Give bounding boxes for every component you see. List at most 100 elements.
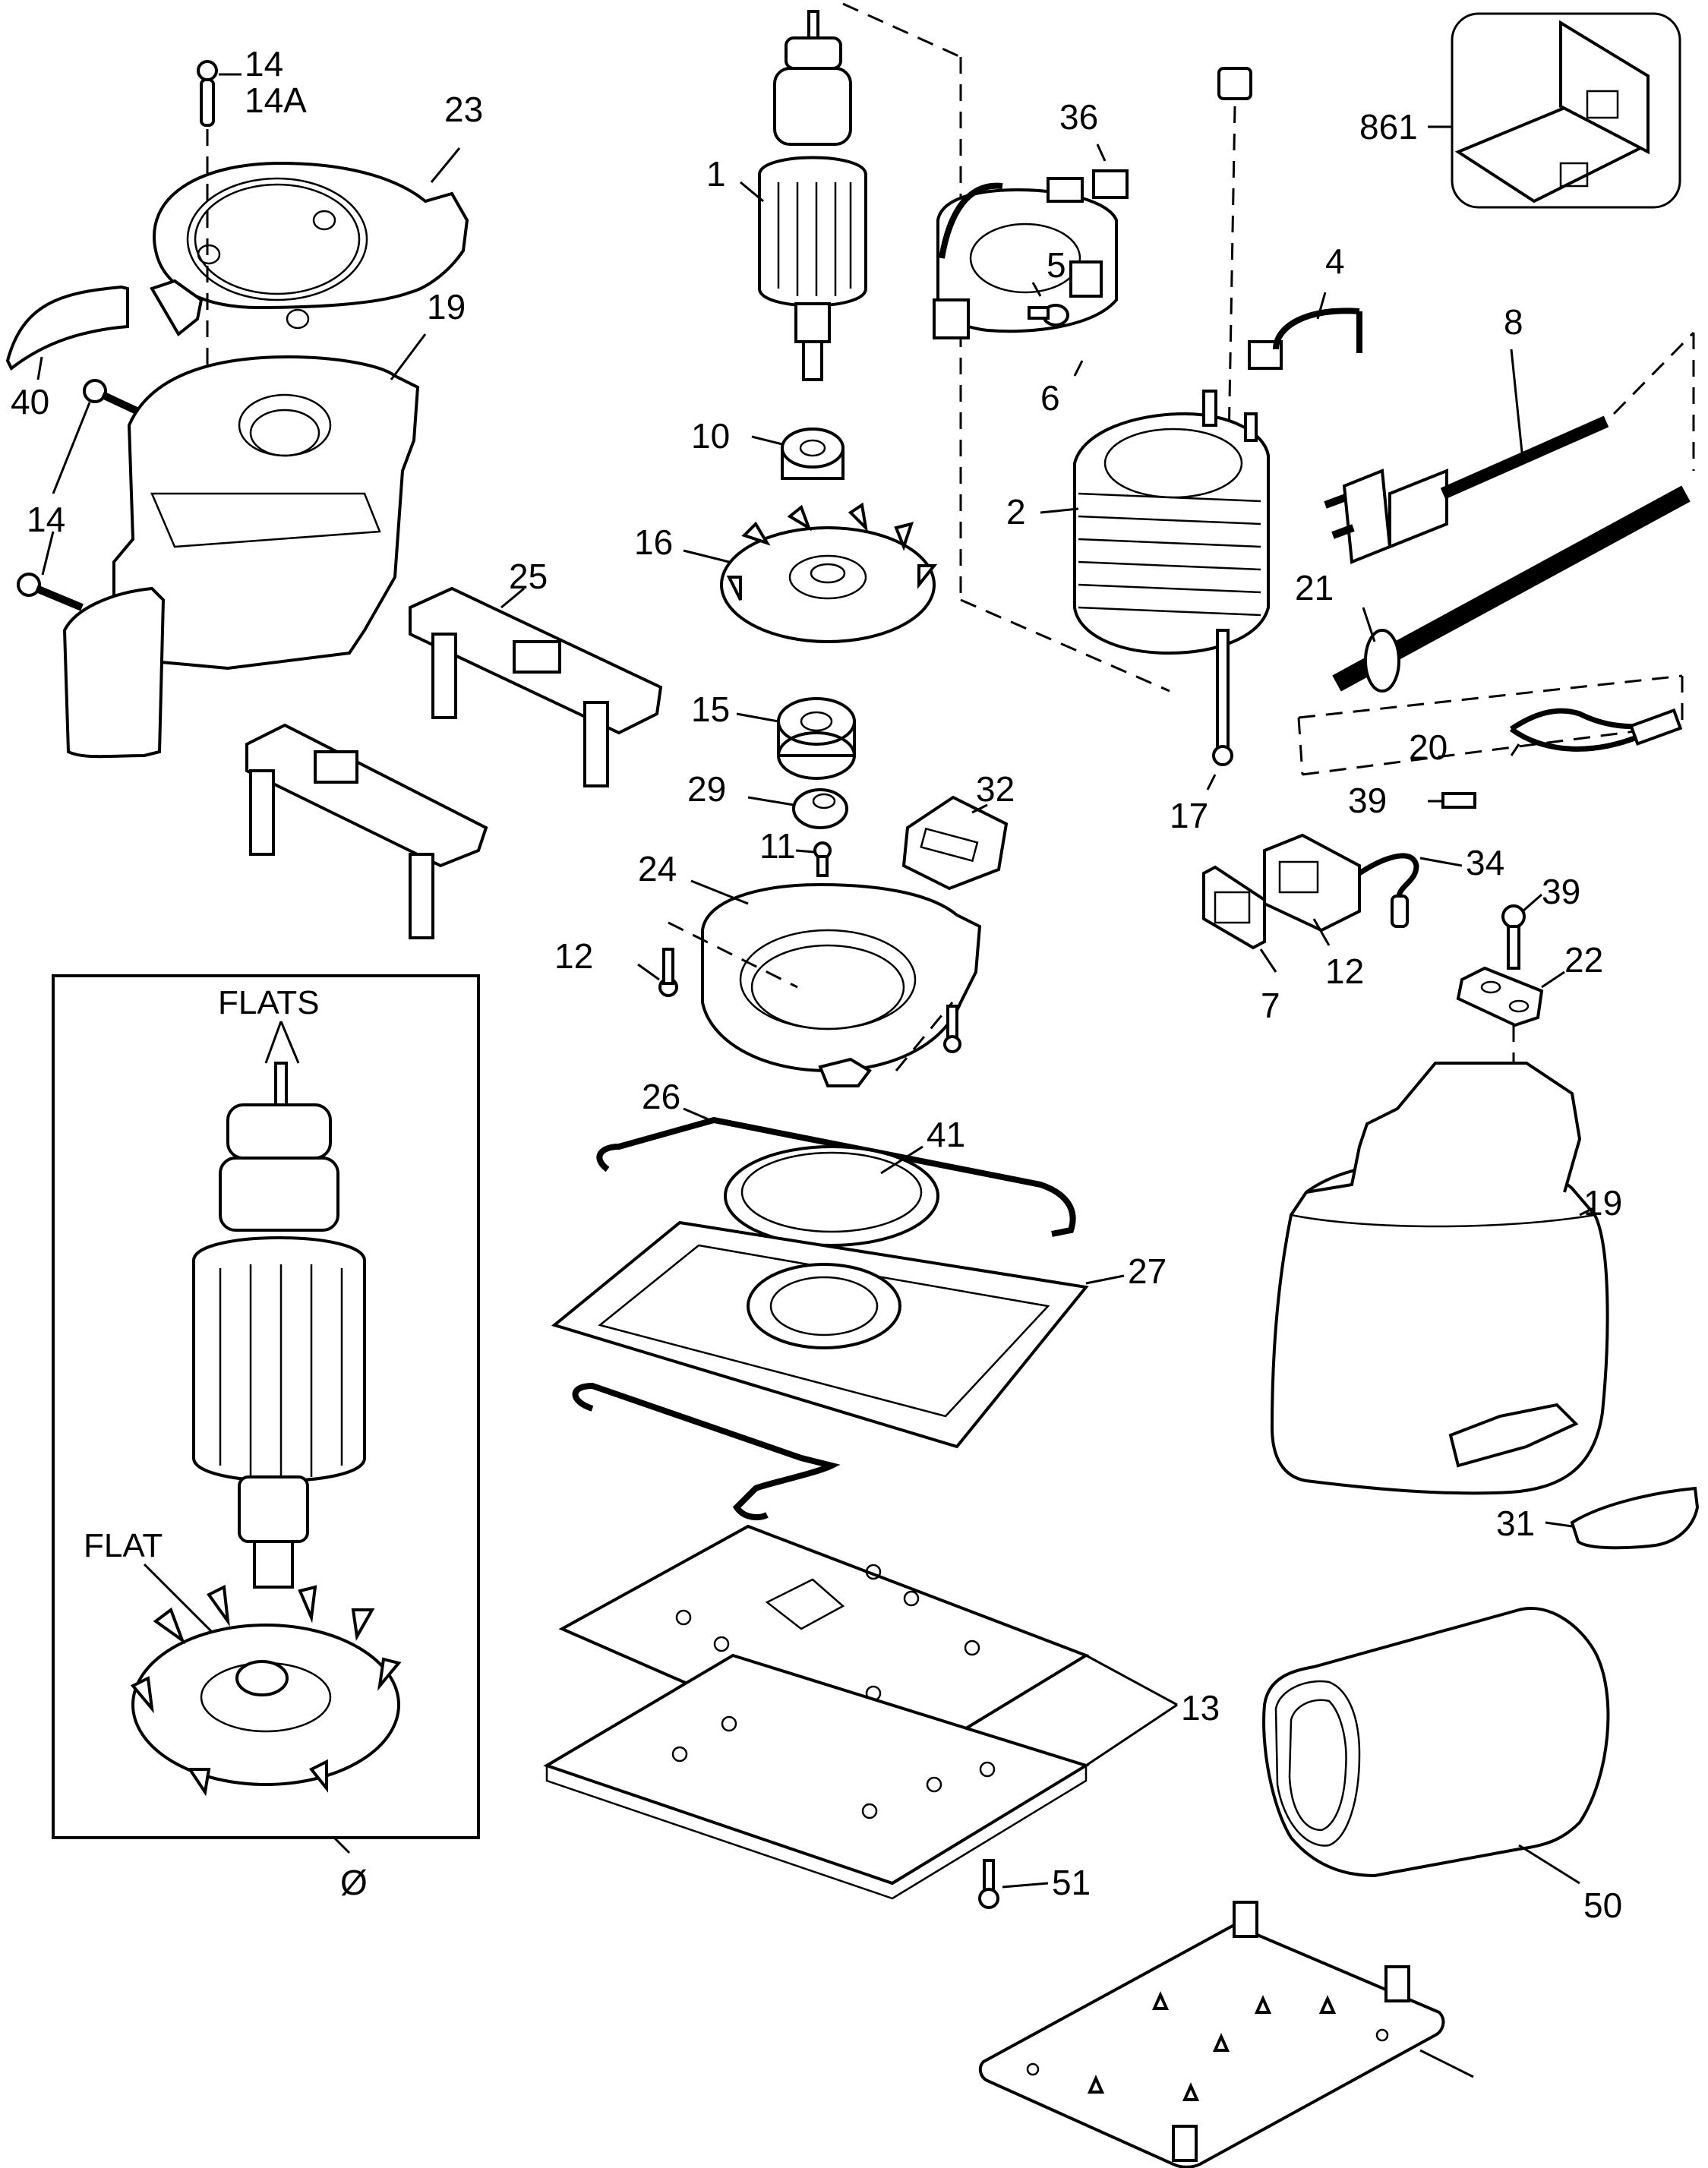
callout-21: 21 bbox=[1295, 568, 1334, 607]
fan-16 bbox=[720, 502, 938, 643]
leader-25 bbox=[500, 587, 525, 609]
carrying-case-861 bbox=[1451, 12, 1681, 209]
punch-plate-50 bbox=[978, 1901, 1445, 2168]
assembly-line-wire-bottom bbox=[1302, 724, 1683, 776]
callout-41: 31 bbox=[1496, 1504, 1535, 1543]
callout-11: 11 bbox=[759, 826, 796, 866]
leader-26 bbox=[1085, 1274, 1125, 1285]
callout-36: 36 bbox=[1059, 97, 1098, 137]
leader-14-left-b bbox=[41, 531, 55, 576]
callout-14a: 14A bbox=[245, 80, 307, 120]
leader-28 bbox=[683, 1107, 711, 1122]
counterweight-29 bbox=[792, 788, 848, 829]
spring-28 bbox=[596, 1116, 1076, 1237]
leader-27-b bbox=[1085, 1703, 1178, 1767]
inset-label-flat: FLAT bbox=[84, 1527, 163, 1564]
leader-19-left bbox=[390, 333, 427, 380]
callout-14-left: 14 bbox=[27, 500, 65, 539]
callout-10: 10 bbox=[691, 416, 730, 456]
dust-shroud-24 bbox=[701, 882, 982, 1087]
leader-19-right bbox=[1579, 1206, 1596, 1217]
leader-1 bbox=[740, 181, 764, 203]
housing-half-19-right bbox=[1270, 1062, 1609, 1495]
callout-6: 6 bbox=[1040, 378, 1060, 418]
leader-51 bbox=[1518, 1844, 1580, 1885]
leader-29 bbox=[747, 796, 794, 806]
callout-27: 13 bbox=[1181, 1688, 1220, 1728]
callout-14-top: 14 bbox=[245, 44, 283, 84]
leader-15 bbox=[736, 712, 779, 723]
brush-4 bbox=[1248, 308, 1362, 370]
assembly-line-wire-left bbox=[1297, 717, 1304, 775]
leader-20 bbox=[1510, 743, 1520, 756]
leader-6 bbox=[1073, 360, 1084, 377]
callout-13: 51 bbox=[1052, 1863, 1091, 1902]
leader-40 bbox=[36, 356, 43, 380]
leader-11 bbox=[795, 849, 815, 854]
leader-14-left-a bbox=[52, 402, 91, 494]
leader-32 bbox=[971, 803, 988, 814]
screw-14-top bbox=[197, 60, 218, 127]
inset-label-flats: FLATS bbox=[218, 984, 320, 1021]
callout-19-right: 19 bbox=[1583, 1183, 1622, 1223]
clamp-22 bbox=[1456, 966, 1544, 1027]
brush-spring-36 bbox=[1092, 169, 1129, 199]
assembly-line-shroud bbox=[668, 921, 798, 989]
switch-7 bbox=[1263, 833, 1361, 933]
assembly-line-wire-top bbox=[1298, 674, 1683, 719]
callout-35: 7 bbox=[1261, 986, 1280, 1025]
callout-31: 41 bbox=[927, 1115, 965, 1154]
switch-lead-34 bbox=[1358, 853, 1419, 928]
armature-1 bbox=[758, 10, 867, 381]
lead-wire-top bbox=[939, 177, 1084, 259]
screw-center-lower bbox=[943, 1005, 961, 1053]
terminal-5 bbox=[1028, 304, 1069, 327]
platen-26 bbox=[551, 1220, 1089, 1449]
callout-29: 29 bbox=[687, 769, 726, 809]
screw-12-center bbox=[658, 948, 678, 997]
leader-41 bbox=[1545, 1521, 1573, 1528]
callout-861: 861 bbox=[1359, 107, 1418, 147]
leader-50 bbox=[1419, 2049, 1474, 2078]
leader-35 bbox=[1259, 948, 1277, 973]
leader-12-right bbox=[1522, 893, 1542, 913]
callout-4: 4 bbox=[1325, 241, 1345, 281]
wire-20 bbox=[1509, 708, 1683, 752]
leader-12-center bbox=[637, 963, 660, 981]
callout-25: 25 bbox=[509, 557, 548, 596]
assembly-line-cord-top bbox=[1612, 331, 1695, 415]
dust-bag-51 bbox=[1262, 1607, 1610, 1878]
callout-28: 26 bbox=[642, 1077, 680, 1116]
leader-17 bbox=[1206, 774, 1217, 791]
leader-4 bbox=[1316, 292, 1327, 320]
callout-34: 34 bbox=[1466, 843, 1504, 882]
callout-26: 27 bbox=[1128, 1251, 1167, 1291]
assembly-line-screw bbox=[895, 1002, 954, 1071]
assembly-line-armature-bottom bbox=[960, 598, 1170, 693]
callout-12-center: 12 bbox=[554, 936, 593, 976]
callout-39: 39 bbox=[1348, 781, 1387, 820]
cord-plug-8 bbox=[1324, 415, 1609, 564]
leader-flats-a bbox=[264, 1021, 283, 1064]
spring-lower bbox=[572, 1382, 841, 1520]
seal-31 bbox=[724, 1145, 939, 1247]
leader-5 bbox=[1031, 282, 1042, 297]
screw-14-left-lower bbox=[17, 573, 84, 611]
housing-half-19-left bbox=[62, 355, 420, 759]
leader-13 bbox=[1002, 1882, 1049, 1889]
leader-31 bbox=[880, 1145, 923, 1175]
callout-17: 17 bbox=[1170, 796, 1208, 835]
callout-19-left: 19 bbox=[427, 287, 466, 327]
leader-24 bbox=[690, 879, 749, 905]
leader-27-a bbox=[1085, 1654, 1178, 1706]
callout-7: 12 bbox=[1325, 951, 1364, 991]
callout-2: 2 bbox=[1006, 492, 1026, 532]
leader-2 bbox=[1040, 507, 1079, 514]
label-plate-40 bbox=[5, 285, 129, 371]
callout-inset: Ø bbox=[340, 1863, 368, 1902]
callout-22: 22 bbox=[1564, 940, 1603, 980]
callout-20: 20 bbox=[1409, 727, 1448, 767]
screw-13 bbox=[978, 1859, 999, 1909]
strain-relief-21 bbox=[1332, 485, 1691, 693]
